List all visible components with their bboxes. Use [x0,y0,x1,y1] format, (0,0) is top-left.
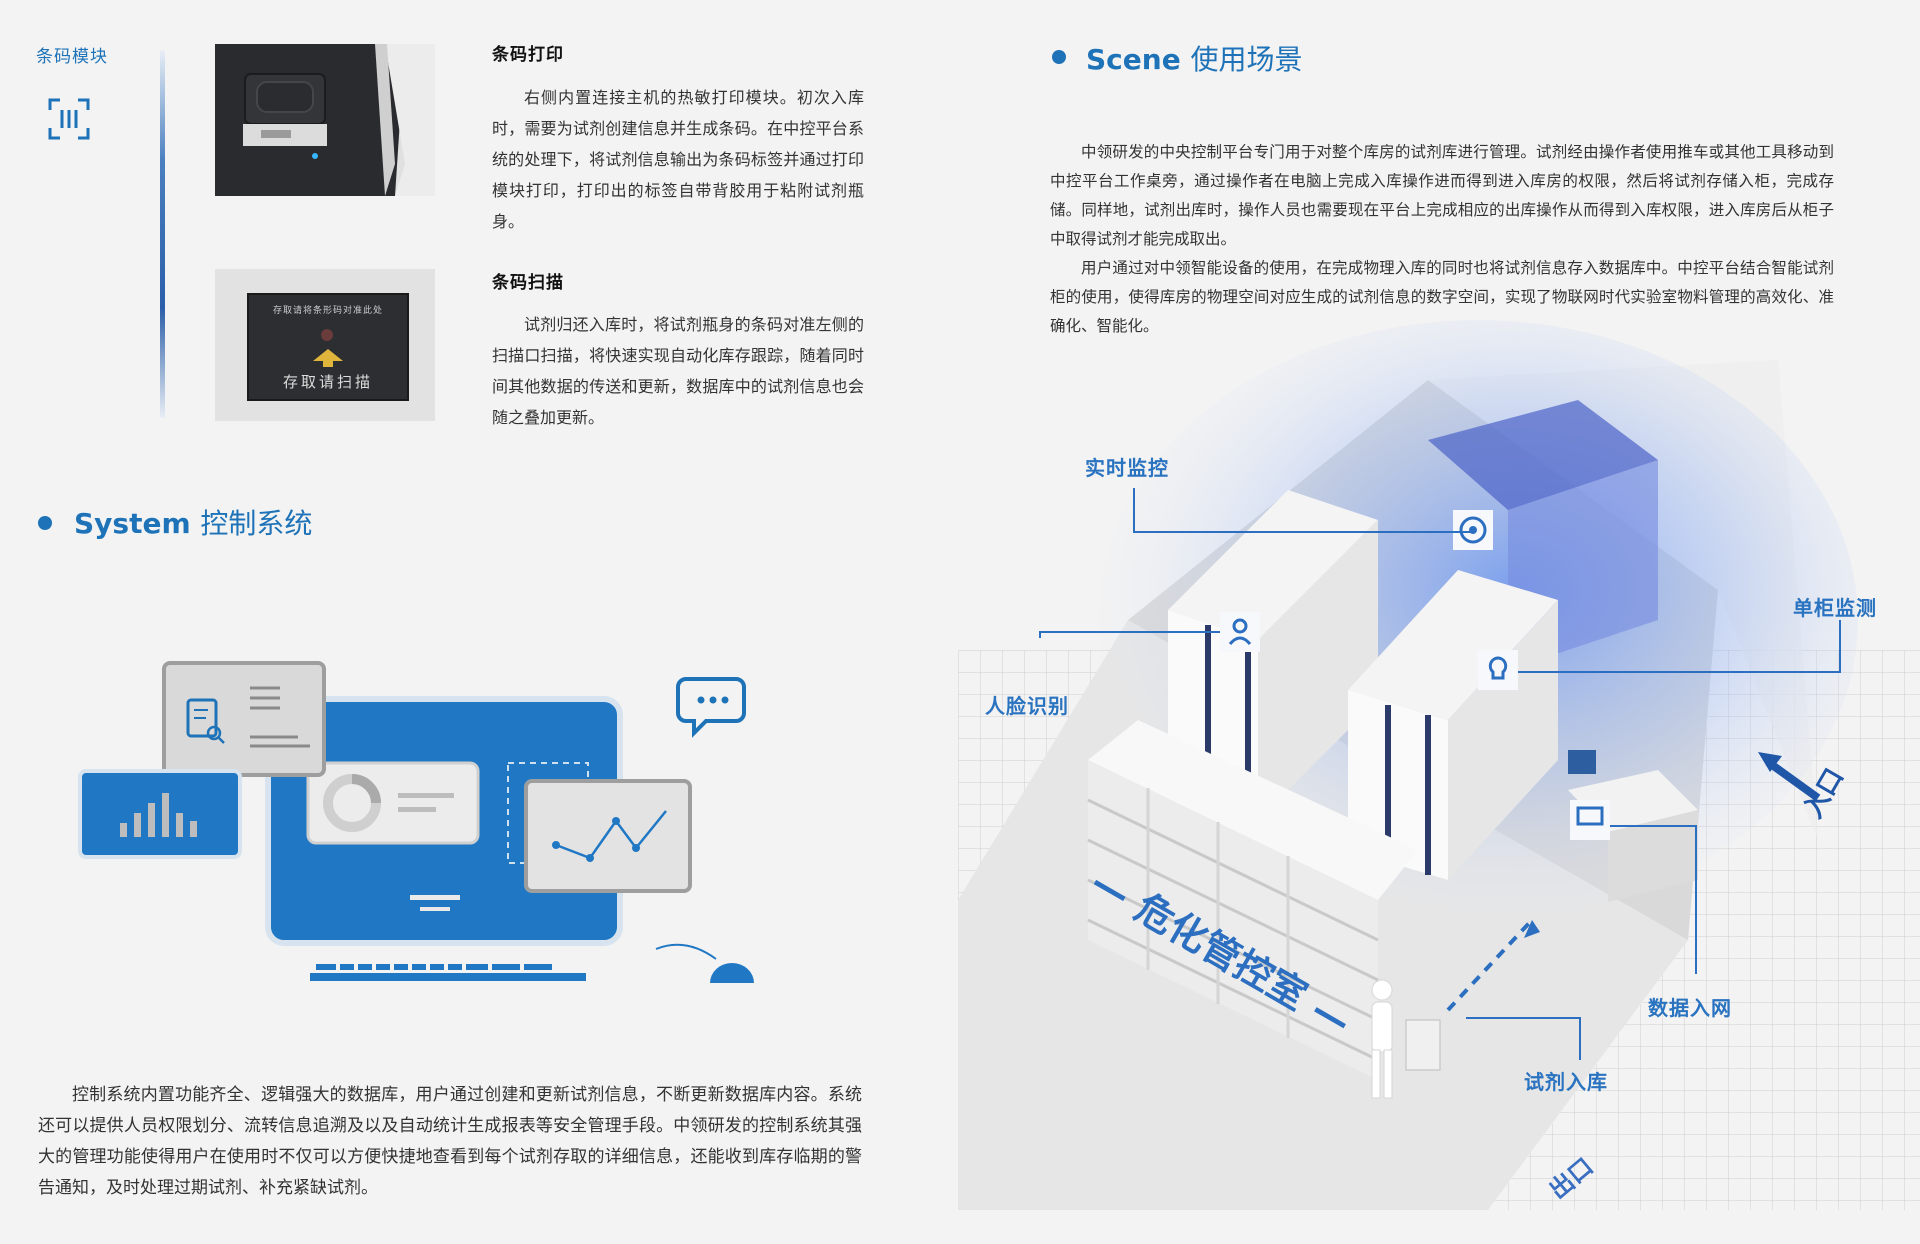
system-title-cn: 控制系统 [200,507,313,540]
module-label: 条码模块 [36,47,108,67]
scanner-photo: 存取请将条形码对准此处 存取请扫描 [215,269,435,421]
callout-face-recognition: 人脸识别 [985,694,1069,718]
callout-reagent-in: 试剂入库 [1524,1070,1608,1094]
print-title: 条码打印 [492,45,564,65]
scan-title: 条码扫描 [492,273,564,293]
scanner-main-text: 存取请扫描 [282,373,373,391]
lab-scene-illustration: — 危化管控室 — 入口 出口 [958,320,1920,1210]
scene-title: Scene 使用场景 [1086,38,1302,78]
scene-para-2: 用户通过对中领智能设备的使用，在完成物理入库的同时也将试剂信息存入数据库中。中控… [1050,259,1834,335]
control-system-illustration [78,661,754,983]
scanner-screen: 存取请将条形码对准此处 存取请扫描 [247,293,409,401]
callout-data-network: 数据入网 [1648,996,1732,1020]
scene-title-en: Scene [1086,43,1181,76]
callout-cabinet-monitor: 单柜监测 [1793,596,1877,620]
section-bullet [1052,50,1066,64]
system-title: System 控制系统 [74,502,312,542]
callout-realtime-monitor: 实时监控 [1085,456,1169,480]
system-title-en: System [74,507,191,540]
print-text: 右侧内置连接主机的热敏打印模块。初次入库时，需要为试剂创建信息并生成条码。在中控… [492,88,864,231]
scene-title-cn: 使用场景 [1190,43,1303,76]
scene-para-1: 中领研发的中央控制平台专门用于对整个库房的试剂库进行管理。试剂经由操作者使用推车… [1050,143,1834,248]
system-text: 控制系统内置功能齐全、逻辑强大的数据库，用户通过创建和更新试剂信息，不断更新数据… [38,1085,862,1198]
decorative-divider [160,50,165,418]
scanner-hint: 存取请将条形码对准此处 [272,306,383,316]
arrow-up-icon [313,349,343,367]
section-bullet [38,516,52,530]
printer-photo [215,44,435,196]
barcode-scan-icon [48,98,90,140]
scan-text: 试剂归还入库时，将试剂瓶身的条码对准左侧的扫描口扫描，将快速实现自动化库存跟踪，… [492,315,864,427]
scanner-lens [321,329,333,341]
